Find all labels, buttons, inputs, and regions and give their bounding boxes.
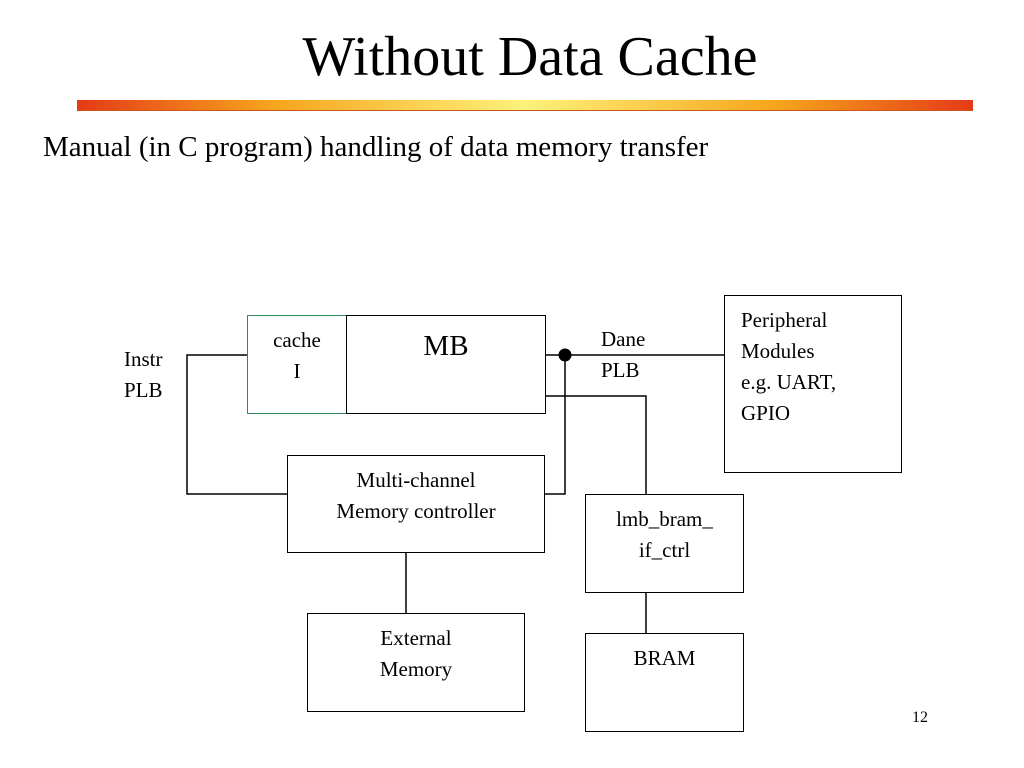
slide-subtitle: Manual (in C program) handling of data m…: [43, 131, 709, 163]
peripheral-line-3: e.g. UART,: [741, 370, 837, 394]
lmb-bram-line-2: if_ctrl: [638, 538, 691, 562]
peripheral-modules-box: Peripheral Modules e.g. UART, GPIO: [724, 295, 902, 473]
page-number: 12: [912, 709, 928, 726]
cache-label: cache: [273, 328, 321, 352]
dane-plb-sublabel: PLB: [601, 358, 640, 382]
lmb-bram-line-1: lmb_bram_: [616, 507, 713, 531]
dane-to-memctrl-line: [545, 355, 566, 495]
cache-i-box: cache I: [247, 315, 347, 414]
bram-label: BRAM: [633, 646, 696, 670]
dane-plb-label: Dane PLB: [601, 324, 645, 386]
lmb-bram-if-ctrl-box: lmb_bram_ if_ctrl: [585, 494, 744, 593]
memory-controller-line-1: Multi-channel: [356, 468, 476, 492]
cache-sublabel: I: [293, 359, 301, 383]
instr-plb-line: [186, 354, 288, 495]
external-memory-line-1: External: [380, 626, 452, 650]
mb-box: MB: [346, 315, 546, 414]
peripheral-line-4: GPIO: [741, 401, 791, 425]
dane-label: Dane: [601, 327, 646, 351]
slide-title: Without Data Cache: [302, 26, 758, 88]
memory-controller-line-2: Memory controller: [336, 499, 496, 523]
bus-junction-dot: [558, 348, 572, 362]
title-rule: [77, 100, 973, 110]
instr-label: Instr: [124, 347, 163, 371]
mb-label: MB: [423, 330, 469, 362]
external-memory-box: External Memory: [307, 613, 525, 712]
instr-plb-label: Instr PLB: [124, 344, 163, 406]
peripheral-line-2: Modules: [741, 339, 815, 363]
peripheral-line-1: Peripheral: [741, 308, 828, 332]
memory-controller-box: Multi-channel Memory controller: [287, 455, 545, 553]
lmb-line: [545, 395, 647, 496]
external-memory-line-2: Memory: [379, 657, 453, 681]
instr-plb-sublabel: PLB: [124, 378, 163, 402]
bram-box: BRAM: [585, 633, 744, 732]
